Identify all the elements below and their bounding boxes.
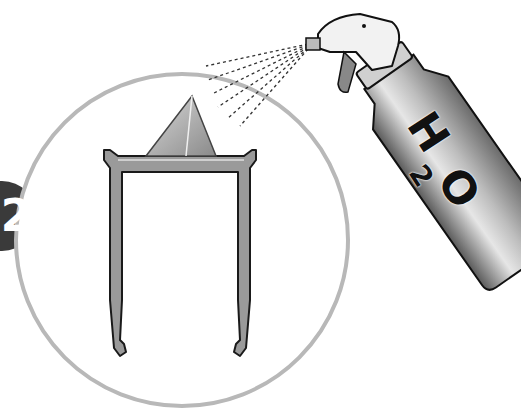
triangle-edge [186,96,192,156]
channel-profile [104,150,256,356]
trigger-head [306,14,399,92]
spray-mist [206,44,308,126]
step-number: 2 [1,194,32,238]
profile-highlight [118,159,244,161]
spray-bottle [341,31,521,293]
triangle-piece [146,96,216,156]
detail-circle [16,74,348,406]
